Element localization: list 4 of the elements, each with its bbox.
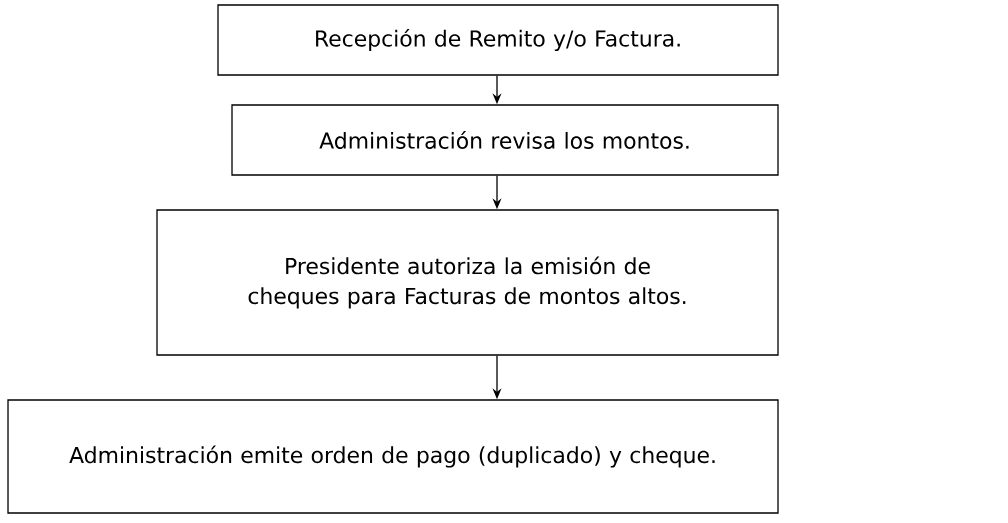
process-box: Presidente autoriza la emisión de cheques para Facturas de montos altos. xyxy=(156,209,779,356)
process-box: Recepción de Remito y/o Factura. xyxy=(217,4,779,76)
process-box: Administración revisa los montos. xyxy=(231,104,779,176)
process-box: Administración emite orden de pago (duplicado) y cheque. xyxy=(7,399,779,514)
